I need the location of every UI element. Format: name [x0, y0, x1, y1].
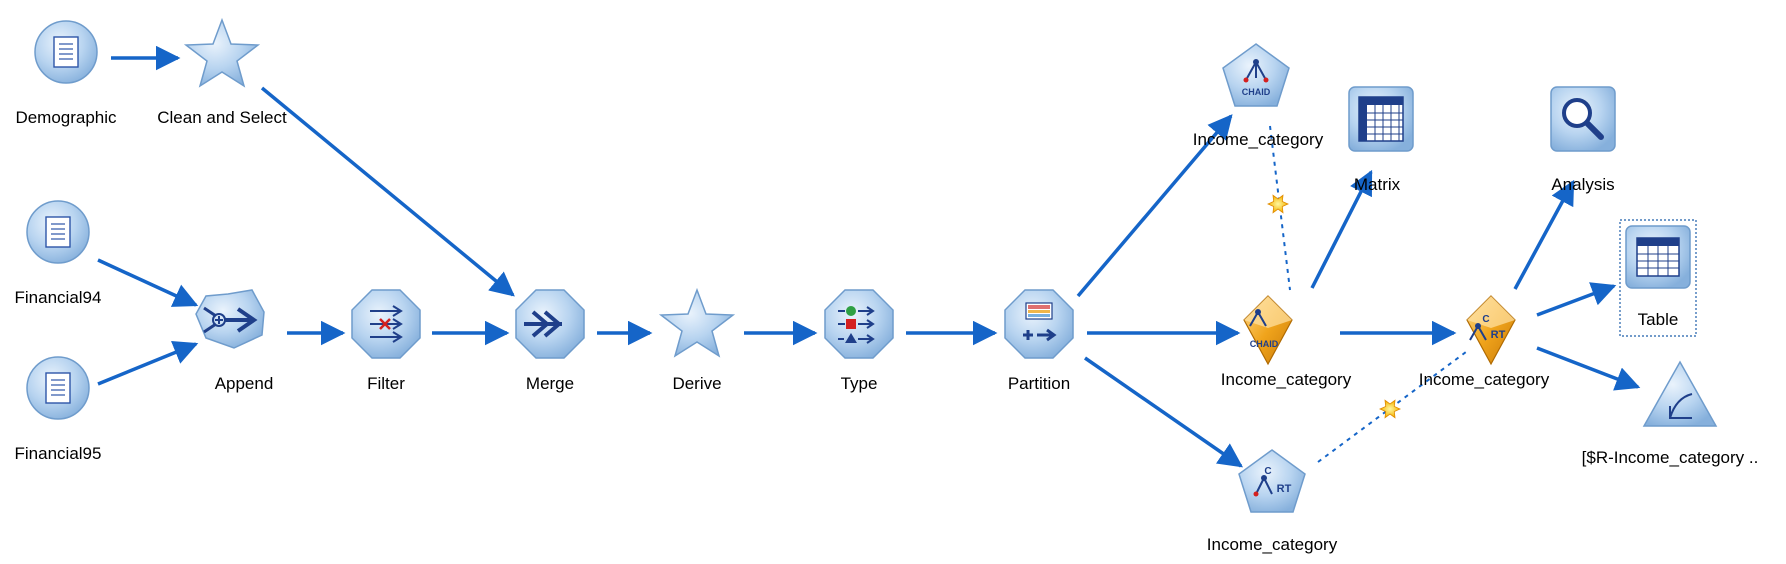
- partition-icon: [1023, 302, 1057, 342]
- node-label: Append: [215, 374, 274, 393]
- node-financial95[interactable]: Financial95: [15, 356, 102, 463]
- node-crt-model-build[interactable]: C RT Income_category: [1207, 449, 1338, 554]
- link-crt_nugget-to-table: [1536, 282, 1617, 317]
- node-table[interactable]: Table: [1619, 219, 1697, 337]
- crt-nugget-icon: C RT: [1466, 295, 1516, 366]
- node-label: Income_category: [1193, 130, 1324, 149]
- node-evaluation-graph[interactable]: [$R-Income_category ..: [1582, 360, 1759, 467]
- source-file-icon: [26, 356, 90, 420]
- node-label: Type: [841, 374, 878, 393]
- model-refresh-spark-icon: [1379, 399, 1401, 419]
- type-icon: [838, 306, 875, 344]
- node-financial94[interactable]: Financial94: [15, 200, 102, 307]
- node-label: Demographic: [15, 108, 117, 127]
- chaid-nugget-icon: CHAID: [1243, 295, 1293, 366]
- svg-text:RT: RT: [1491, 329, 1506, 341]
- link-chaid_nugget-to-matrix: [1310, 169, 1373, 289]
- crt-icon: C RT: [1253, 466, 1292, 497]
- link-crt_nugget-to-eval: [1536, 346, 1641, 391]
- link-crt_nugget-to-analysis: [1513, 179, 1575, 290]
- matrix-icon: [1358, 96, 1404, 142]
- merge-icon: [524, 310, 563, 338]
- node-label: Filter: [367, 374, 405, 393]
- svg-text:C: C: [1482, 314, 1489, 325]
- star-icon: [658, 287, 736, 358]
- filter-icon: [370, 305, 403, 343]
- node-append[interactable]: Append: [195, 289, 274, 393]
- node-label: Merge: [526, 374, 574, 393]
- link-clean-to-merge: [260, 86, 515, 297]
- link-fin95-to-append: [97, 340, 199, 386]
- svg-text:CHAID: CHAID: [1250, 339, 1279, 349]
- node-partition[interactable]: Partition: [1004, 289, 1074, 393]
- node-filter[interactable]: Filter: [351, 289, 421, 393]
- model-refresh-spark-icon: [1267, 194, 1289, 214]
- node-type[interactable]: Type: [824, 289, 894, 393]
- node-label: Partition: [1008, 374, 1070, 393]
- node-matrix[interactable]: Matrix: [1348, 86, 1414, 194]
- link-partition-to-chaid_build: [1076, 114, 1233, 298]
- evaluation-graph-icon: [1669, 393, 1693, 419]
- node-demographic[interactable]: Demographic: [15, 20, 117, 127]
- node-label: Financial95: [15, 444, 102, 463]
- svg-text:C: C: [1264, 466, 1271, 477]
- node-chaid-model-nugget[interactable]: CHAID Income_category: [1221, 295, 1352, 389]
- node-label: Income_category: [1419, 370, 1550, 389]
- node-merge[interactable]: Merge: [515, 289, 585, 393]
- node-label: Income_category: [1207, 535, 1338, 554]
- node-label: [$R-Income_category ..: [1582, 448, 1759, 467]
- link-fin94-to-append: [97, 258, 199, 307]
- node-derive[interactable]: Derive: [658, 287, 736, 393]
- node-label: Clean and Select: [157, 108, 287, 127]
- analysis-magnifier-icon: [1562, 98, 1604, 140]
- chaid-icon: CHAID: [1242, 59, 1271, 97]
- star-icon: [183, 17, 261, 88]
- append-icon: [203, 306, 258, 334]
- node-analysis[interactable]: Analysis: [1550, 86, 1616, 194]
- node-crt-model-nugget[interactable]: C RT Income_category: [1419, 295, 1550, 389]
- svg-text:CHAID: CHAID: [1242, 87, 1271, 97]
- source-file-icon: [34, 20, 98, 84]
- link-partition-to-crt_build: [1084, 356, 1244, 468]
- table-icon: [1636, 237, 1680, 277]
- selection-box: [1619, 219, 1697, 337]
- node-chaid-model-build[interactable]: CHAID Income_category: [1193, 43, 1324, 149]
- node-label: Derive: [672, 374, 721, 393]
- stream-links: [97, 45, 1641, 468]
- source-file-icon: [26, 200, 90, 264]
- node-clean-and-select[interactable]: Clean and Select: [157, 17, 287, 127]
- node-label: Analysis: [1551, 175, 1614, 194]
- model-links: [1267, 125, 1467, 463]
- node-label: Matrix: [1354, 175, 1401, 194]
- svg-text:RT: RT: [1277, 483, 1292, 495]
- node-label: Income_category: [1221, 370, 1352, 389]
- node-label: Table: [1638, 310, 1679, 329]
- node-label: Financial94: [15, 288, 102, 307]
